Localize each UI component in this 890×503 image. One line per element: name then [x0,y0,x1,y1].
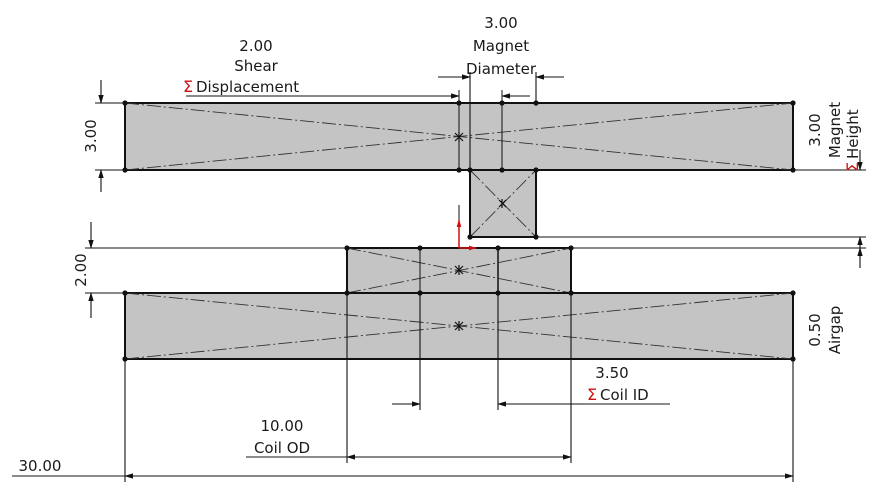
sketch-vertex[interactable] [417,245,423,251]
magnet-height-value: 3.00 [806,113,824,146]
magnet-diameter-dimension[interactable]: 3.00 Magnet Diameter [438,14,564,170]
magnet-height-label-line2: Height [844,109,862,159]
magnet-diameter-label: Magnet [473,37,529,55]
sketch-vertex[interactable] [533,167,539,173]
coil-od-label: Coil OD [254,439,310,457]
overall-width-dimension[interactable]: 30.00 [12,359,794,482]
sketch-vertex[interactable] [456,100,462,106]
coil-height-dimension[interactable]: 2.00 [72,222,347,318]
shear-displacement-dimension[interactable]: 2.00 Shear Σ Displacement [183,37,530,99]
sketch-vertex[interactable] [495,245,501,251]
airgap-value: 0.50 [806,313,824,346]
coil-id-dimension[interactable]: 3.50 Σ Coil ID [392,293,670,410]
plate-thickness-value: 3.00 [82,119,100,152]
origin-icon [456,219,477,251]
coil-od-value: 10.00 [261,417,304,435]
relation-sigma-icon: Σ [843,162,862,172]
magnet-diameter-value: 3.00 [484,14,517,32]
shear-label-line2: Displacement [196,78,299,96]
sketch-vertex[interactable] [467,234,473,240]
sketch-vertex[interactable] [790,290,796,296]
coil-id-label: Coil ID [600,386,649,404]
shear-label: Shear [234,57,278,75]
overall-width-value: 30.00 [19,457,62,475]
relation-sigma-icon: Σ [587,385,597,404]
sketch-vertex[interactable] [456,167,462,173]
airgap-label: Airgap [826,306,844,355]
coil-height-value: 2.00 [72,253,90,286]
magnet-height-label: Magnet [826,102,844,158]
vertex-points [122,100,796,362]
coil-id-value: 3.50 [595,364,628,382]
magnet-height-dimension[interactable]: 3.00 Magnet Σ Height [536,102,866,257]
coil-od-dimension[interactable]: 10.00 Coil OD [246,293,572,463]
sketch-vertex[interactable] [790,100,796,106]
shear-value: 2.00 [239,37,272,55]
relation-sigma-icon: Σ [183,77,193,96]
sketch-vertex[interactable] [499,167,505,173]
plate-thickness-dimension[interactable]: 3.00 [82,80,125,192]
sketch-vertex[interactable] [499,100,505,106]
center-marks [454,132,507,331]
airgap-dimension[interactable]: 0.50 Airgap [571,247,866,355]
magnet-diameter-label-line2: Diameter [466,60,537,78]
